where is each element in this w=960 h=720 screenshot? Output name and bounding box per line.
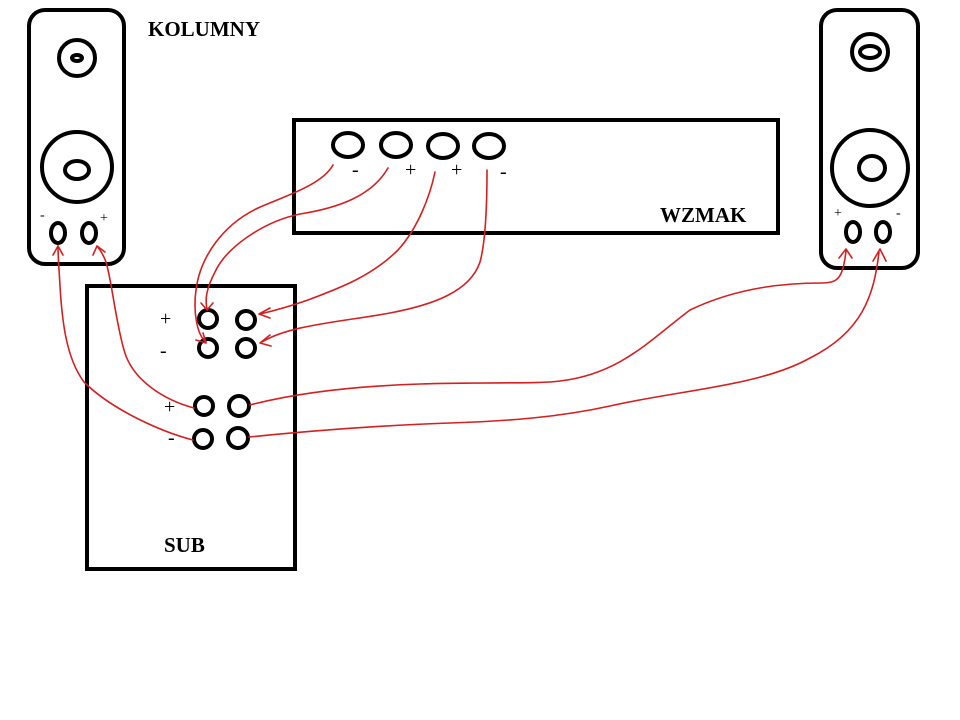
wire-sub-out-minus-to-left-minus [57,245,194,441]
wire-sub-out-plus-to-right-plus [249,250,847,406]
left-speaker-sign-minus: - [40,208,45,223]
left-woofer-center-icon [63,159,91,181]
wire-sub-out-minus-to-right-minus [248,251,880,438]
amplifier-sign-1: - [352,159,359,181]
sub-output-plus-right[interactable] [227,394,251,418]
subwoofer: + - + - SUB [85,284,297,571]
sub-input-plus-right[interactable] [235,309,257,331]
sub-output-plus-left[interactable] [193,395,215,417]
sub-input-sign-plus: + [160,308,171,330]
right-tweeter-center-icon [858,44,882,60]
left-speaker-terminal-plus[interactable] [80,221,98,245]
amplifier-terminal-1[interactable] [331,131,365,159]
wire-amp1-arrowhead [195,332,207,344]
amplifier-sign-4: - [500,161,507,183]
right-speaker-cabinet [819,8,920,270]
left-speaker: - + [27,8,126,266]
wire-amp4-arrowhead [259,334,272,347]
wire-right-plus-arrowhead [838,248,853,259]
right-woofer-icon [830,128,910,208]
amplifier-terminal-3[interactable] [426,132,460,160]
left-speaker-terminal-minus[interactable] [49,221,67,245]
right-speaker-sign-plus: + [834,206,842,221]
left-speaker-sign-plus: + [100,211,108,226]
right-speaker: + - [819,8,920,270]
sub-output-sign-plus: + [164,396,175,418]
sub-input-minus-left[interactable] [197,337,219,359]
amplifier-terminal-2[interactable] [379,131,413,159]
amplifier-terminal-4[interactable] [472,132,506,160]
left-tweeter-icon [57,38,97,78]
sub-output-minus-left[interactable] [192,428,214,450]
amplifier: - + + - WZMAK [292,118,780,235]
speakers-label: KOLUMNY [148,17,260,41]
wire-amp1-to-sub-minus [194,164,334,343]
wire-amp4-to-sub-minus-right [261,169,488,343]
wire-sub-out-minus-arrowhead [52,245,64,256]
wire-sub-out-plus-arrowhead [92,245,106,256]
sub-output-sign-minus: - [168,427,175,449]
wires [52,164,887,441]
wire-amp2-arrowhead [200,302,214,311]
sub-input-sign-minus: - [160,340,167,362]
right-speaker-sign-minus: - [896,206,901,221]
wire-amp3-arrowhead [258,307,271,319]
amplifier-sign-3: + [451,159,462,181]
right-speaker-terminal-minus[interactable] [874,220,892,244]
right-speaker-terminal-plus[interactable] [844,220,862,244]
subwoofer-label: SUB [164,533,205,557]
wire-sub-out-plus-to-left-plus [96,245,195,409]
left-woofer-icon [40,130,114,204]
amplifier-box [292,118,780,235]
amplifier-label: WZMAK [660,203,747,227]
sub-input-plus-left[interactable] [197,308,219,330]
sub-input-minus-right[interactable] [235,337,257,359]
left-tweeter-center-icon [70,53,84,63]
wire-right-minus-arrowhead [872,248,887,262]
sub-output-minus-right[interactable] [226,426,250,450]
left-speaker-cabinet [27,8,126,266]
right-tweeter-icon [850,32,890,72]
subwoofer-box [85,284,297,571]
wire-amp2-to-sub-plus [205,167,389,310]
wire-amp3-to-sub-plus-right [259,171,436,315]
amplifier-sign-2: + [405,159,416,181]
right-woofer-center-icon [857,154,887,182]
